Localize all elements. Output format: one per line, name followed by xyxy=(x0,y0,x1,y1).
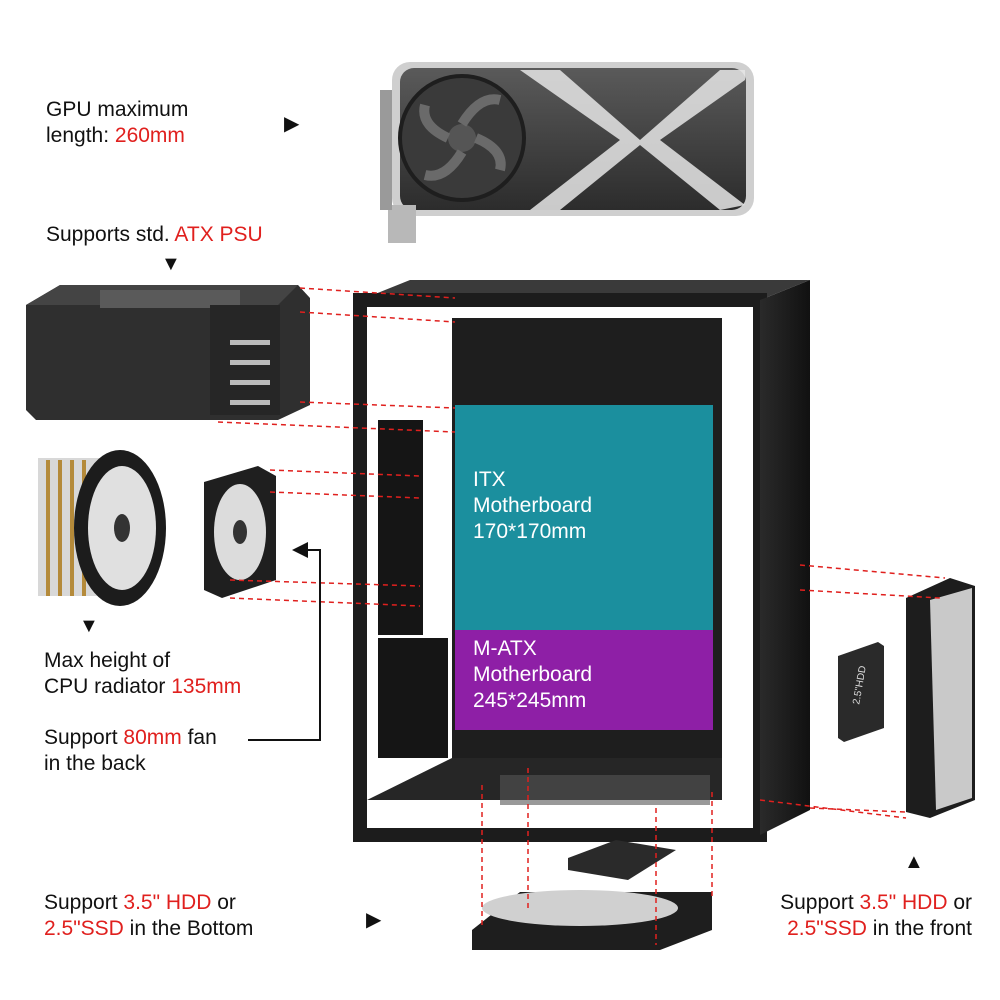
itx-line1: ITX xyxy=(473,468,506,491)
rear-fan-graphic xyxy=(204,466,276,598)
gpu-graphic xyxy=(380,62,754,243)
psu-pointer-icon: ▼ xyxy=(161,253,181,275)
matx-line3: 245*245mm xyxy=(473,689,587,712)
itx-motherboard-area: ITX Motherboard 170*170mm xyxy=(455,405,713,630)
bottom-drives-graphic xyxy=(472,840,712,950)
cpu-pointer-icon: ▼ xyxy=(79,615,99,637)
guide-lines xyxy=(217,287,946,945)
gpu-pointer-icon: ▶ xyxy=(284,113,300,135)
itx-line2: Motherboard xyxy=(473,494,593,517)
psu-type-value: ATX PSU xyxy=(174,223,263,246)
psu-label: Supports std. ATX PSU xyxy=(46,223,263,246)
hdd-front-pointer-icon: ▲ xyxy=(904,851,924,873)
hdd-front-label: Support 3.5" HDD or 2.5"SSD in the front xyxy=(780,891,972,940)
cpu-height-value: 135mm xyxy=(171,675,242,698)
itx-line3: 170*170mm xyxy=(473,520,587,543)
matx-motherboard-area: M-ATX Motherboard 245*245mm xyxy=(455,630,713,730)
hdd-bottom-label: Support 3.5" HDD or 2.5"SSD in the Botto… xyxy=(44,891,254,940)
fan-pointer-arrowhead xyxy=(292,542,308,558)
matx-line1: M-ATX xyxy=(473,637,537,660)
fan-label: Support 80mm fan in the back xyxy=(44,726,217,775)
matx-line2: Motherboard xyxy=(473,663,593,686)
gpu-length-value: 260mm xyxy=(114,124,185,147)
gpu-label: GPU maximum length: 260mm xyxy=(46,98,189,147)
hdd-bottom-pointer-icon: ▶ xyxy=(366,909,382,931)
front-hdd-graphic: 2.5"HDD xyxy=(838,578,975,818)
psu-graphic xyxy=(26,285,310,420)
fan-size-value: 80mm xyxy=(123,726,182,749)
cpu-label: Max height of CPU radiator 135mm xyxy=(44,649,242,698)
cpu-cooler-graphic xyxy=(38,450,166,606)
